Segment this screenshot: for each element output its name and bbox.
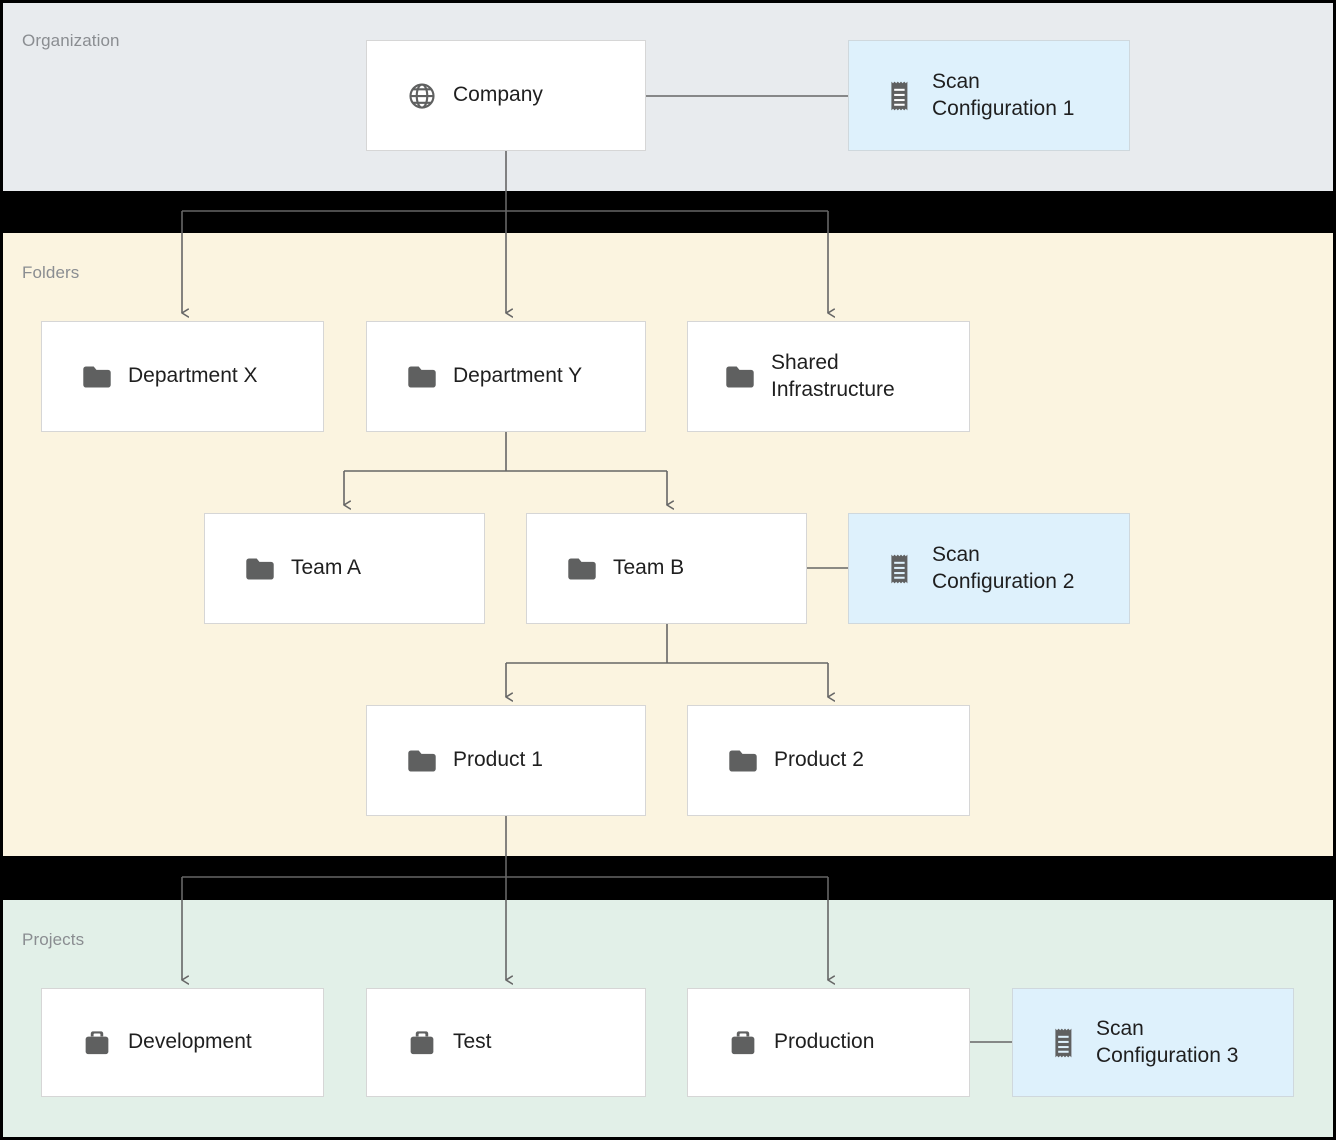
node-test[interactable]: Test [366, 988, 646, 1097]
node-label: Test [453, 1030, 492, 1054]
node-label: Development [128, 1030, 252, 1054]
node-label: Department Y [453, 364, 583, 388]
folder-icon [723, 360, 757, 394]
section-label-folders: Folders [22, 263, 80, 282]
globe-icon [405, 79, 439, 113]
receipt-icon [884, 79, 918, 113]
receipt-icon [1048, 1026, 1082, 1060]
section-label-projects: Projects [22, 930, 85, 949]
folder-icon [80, 360, 114, 394]
node-department-y[interactable]: Department Y [366, 321, 646, 432]
node-team-a[interactable]: Team A [204, 513, 485, 624]
node-label: Shared Infrastructure [771, 350, 895, 401]
section-label-organization: Organization [22, 31, 120, 50]
node-team-b[interactable]: Team B [526, 513, 807, 624]
briefcase-icon [726, 1026, 760, 1060]
divider-band-folders-projects [0, 856, 1336, 900]
node-label: Product 2 [774, 748, 864, 772]
node-label: Production [774, 1030, 875, 1054]
node-label: Scan Configuration 3 [1096, 1016, 1239, 1067]
node-label: Product 1 [453, 748, 543, 772]
briefcase-icon [80, 1026, 114, 1060]
briefcase-icon [405, 1026, 439, 1060]
folder-icon [405, 744, 439, 778]
organization-section-band [0, 0, 1336, 191]
node-development[interactable]: Development [41, 988, 324, 1097]
node-shared-infrastructure[interactable]: Shared Infrastructure [687, 321, 970, 432]
folder-icon [405, 360, 439, 394]
node-label: Company [453, 83, 543, 107]
divider-band-organization-folders [0, 191, 1336, 233]
receipt-icon [884, 552, 918, 586]
node-label: Team A [291, 556, 362, 580]
node-label: Scan Configuration 1 [932, 69, 1075, 120]
node-label: Department X [128, 364, 258, 388]
node-product-2[interactable]: Product 2 [687, 705, 970, 816]
node-product-1[interactable]: Product 1 [366, 705, 646, 816]
folder-icon [726, 744, 760, 778]
folder-icon [243, 552, 277, 586]
folder-icon [565, 552, 599, 586]
node-production[interactable]: Production [687, 988, 970, 1097]
node-label: Scan Configuration 2 [932, 542, 1075, 593]
node-scan-configuration-2[interactable]: Scan Configuration 2 [848, 513, 1130, 624]
node-company[interactable]: Company [366, 40, 646, 151]
node-scan-configuration-3[interactable]: Scan Configuration 3 [1012, 988, 1294, 1097]
node-department-x[interactable]: Department X [41, 321, 324, 432]
node-label: Team B [613, 556, 685, 580]
node-scan-configuration-1[interactable]: Scan Configuration 1 [848, 40, 1130, 151]
